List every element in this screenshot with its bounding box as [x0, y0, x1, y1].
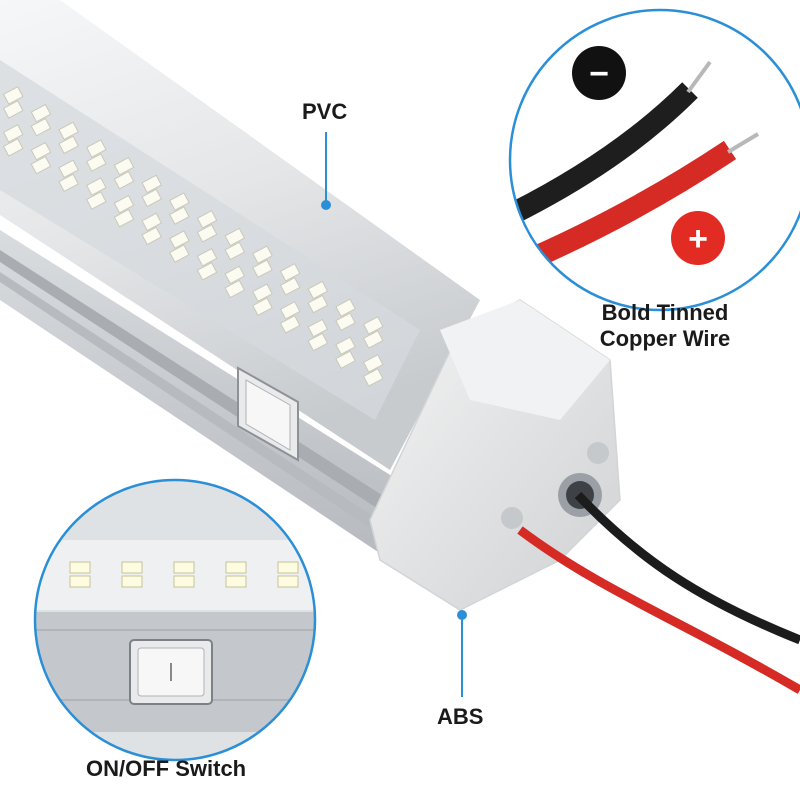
rocker-switch-icon [129, 639, 213, 705]
inset-black-wire [510, 82, 698, 225]
inset-led-chip [173, 575, 195, 588]
led-chip [224, 241, 246, 261]
led-chip [58, 159, 79, 179]
led-chip [58, 121, 79, 141]
wire-inset: − + [508, 8, 800, 312]
led-chip [335, 336, 356, 356]
inset-led-chip [277, 575, 299, 588]
black-wire [574, 491, 800, 645]
led-chips [2, 86, 384, 387]
led-chip [58, 173, 79, 193]
copper-wire-label-line2: Copper Wire [599, 326, 731, 351]
rail-groove [0, 250, 402, 520]
led-chip [141, 174, 163, 194]
led-chip [113, 194, 135, 214]
plus-circle-icon: + [671, 211, 725, 265]
inset-led-chip [121, 561, 143, 574]
inset-led-chip [225, 561, 247, 574]
led-chip [141, 212, 163, 232]
led-chip [85, 153, 107, 172]
led-chip [252, 259, 273, 278]
led-chip [113, 156, 135, 176]
inset-led-chip [69, 575, 91, 588]
abs-label: ABS [437, 704, 484, 729]
led-chip [224, 227, 246, 247]
led-chip [30, 117, 52, 137]
led-chip [279, 263, 301, 282]
pvc-label: PVC [302, 99, 348, 124]
led-chip [169, 244, 190, 263]
led-chip [335, 350, 356, 370]
abs-callout [457, 610, 467, 697]
pvc-callout [321, 132, 331, 210]
led-chip [196, 209, 218, 229]
inset-led-chip [277, 561, 299, 574]
led-chip [252, 283, 273, 302]
inset-led-chips [69, 561, 299, 588]
red-wire [517, 526, 800, 694]
led-chip [307, 280, 329, 300]
led-chip [2, 86, 24, 105]
led-chip [224, 265, 246, 285]
led-chip [196, 247, 218, 267]
led-chip [169, 206, 190, 225]
led-chip [362, 368, 384, 387]
led-chip [85, 139, 107, 158]
led-chip [252, 297, 273, 316]
inset-led-chip [121, 575, 143, 588]
led-chip [307, 294, 329, 314]
led-chip [169, 192, 190, 211]
led-chip [307, 332, 329, 352]
led-chip [85, 191, 107, 210]
rail-groove [0, 272, 394, 540]
rocker-switch-icon [237, 366, 299, 462]
led-chip [113, 170, 135, 190]
led-chip [2, 100, 24, 119]
led-chip [113, 208, 135, 228]
copper-wire-label: Bold Tinned Copper Wire [575, 300, 755, 352]
on-off-switch-label: ON/OFF Switch [86, 756, 247, 781]
svg-text:+: + [688, 220, 708, 258]
led-chip [141, 188, 163, 208]
led-chip [30, 103, 52, 123]
led-chip [307, 318, 329, 338]
svg-text:−: − [589, 55, 609, 93]
led-chip [362, 316, 384, 335]
led-chip [196, 261, 218, 281]
led-chip [85, 177, 107, 196]
inset-led-chip [173, 561, 195, 574]
copper-wire-label-line1: Bold Tinned [601, 300, 729, 325]
inset-led-chip [69, 561, 91, 574]
led-chip [2, 124, 24, 143]
led-chip [252, 245, 273, 264]
led-tube [0, 0, 800, 694]
led-chip [279, 315, 301, 334]
led-chip [196, 223, 218, 243]
led-chip [30, 155, 52, 175]
led-chip [279, 301, 301, 320]
minus-circle-icon: − [572, 46, 626, 100]
led-chip [169, 230, 190, 249]
led-chip [279, 277, 301, 296]
led-chip [335, 298, 356, 318]
led-chip [362, 354, 384, 373]
led-chip [362, 330, 384, 349]
led-chip [224, 279, 246, 299]
led-chip [2, 138, 24, 157]
led-chip [141, 226, 163, 246]
switch-inset [33, 478, 317, 762]
led-chip [58, 135, 79, 155]
led-chip [335, 312, 356, 332]
led-chip [30, 141, 52, 161]
inset-led-chip [225, 575, 247, 588]
